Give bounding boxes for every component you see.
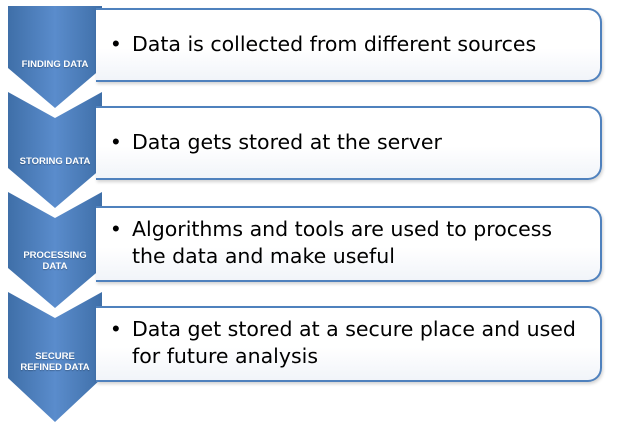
step-text: Algorithms and tools are used to process… <box>132 217 553 268</box>
chevron-label-secure-refined-data: SECURE REFINED DATA <box>20 351 90 373</box>
step-box-processing-data: • Algorithms and tools are used to proce… <box>96 206 602 282</box>
bullet-icon: • <box>112 216 120 241</box>
step-item: • Data gets stored at the server <box>112 129 588 156</box>
step-item: • Data is collected from different sourc… <box>112 31 588 58</box>
step-box-storing-data: • Data gets stored at the server <box>96 106 602 180</box>
step-item: • Data get stored at a secure place and … <box>112 316 588 370</box>
step-box-secure-refined-data: • Data get stored at a secure place and … <box>96 306 602 382</box>
step-text: Data get stored at a secure place and us… <box>132 317 576 368</box>
step-text: Data is collected from different sources <box>132 32 537 56</box>
step-item: • Algorithms and tools are used to proce… <box>112 216 588 270</box>
step-box-finding-data: • Data is collected from different sourc… <box>96 8 602 82</box>
chevron-label-processing-data: PROCESSING DATA <box>23 250 87 272</box>
chevron-label-finding-data: FINDING DATA <box>21 59 89 70</box>
bullet-icon: • <box>112 31 120 56</box>
bullet-icon: • <box>112 129 120 154</box>
chevron-secure-refined-data <box>8 292 102 422</box>
step-text: Data gets stored at the server <box>132 130 442 154</box>
chevron-storing-data <box>8 92 102 208</box>
chevron-finding-data <box>8 6 102 108</box>
chevron-processing-data <box>8 192 102 308</box>
bullet-icon: • <box>112 316 120 341</box>
chevron-label-storing-data: STORING DATA <box>19 156 91 167</box>
